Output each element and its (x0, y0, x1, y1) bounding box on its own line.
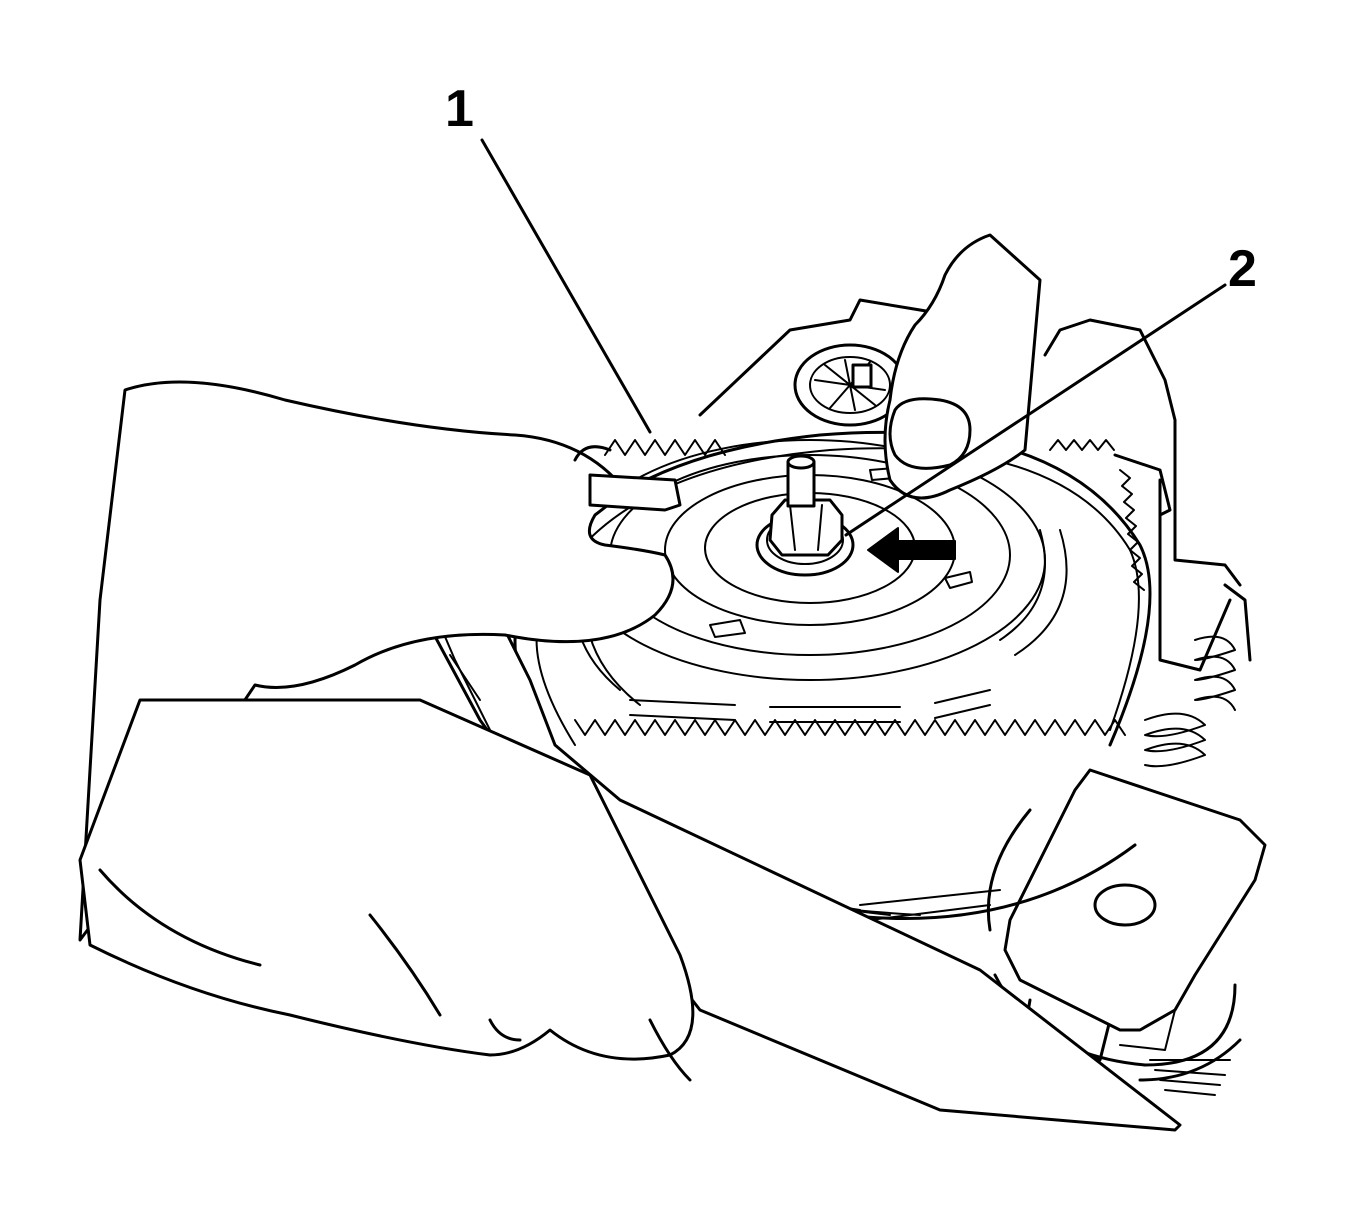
lifting-bracket (1003, 768, 1267, 1051)
center-hub-nut (755, 454, 855, 577)
callout-label-1: 1 (445, 80, 474, 138)
callout-leader-2 (844, 283, 1227, 537)
callout-label-2: 2 (1228, 240, 1257, 298)
left-hand (78, 380, 682, 942)
lower-hand (78, 698, 695, 1082)
direction-arrow (867, 527, 956, 573)
callout-leader-1 (480, 138, 652, 434)
spring-assembly (1144, 635, 1236, 768)
